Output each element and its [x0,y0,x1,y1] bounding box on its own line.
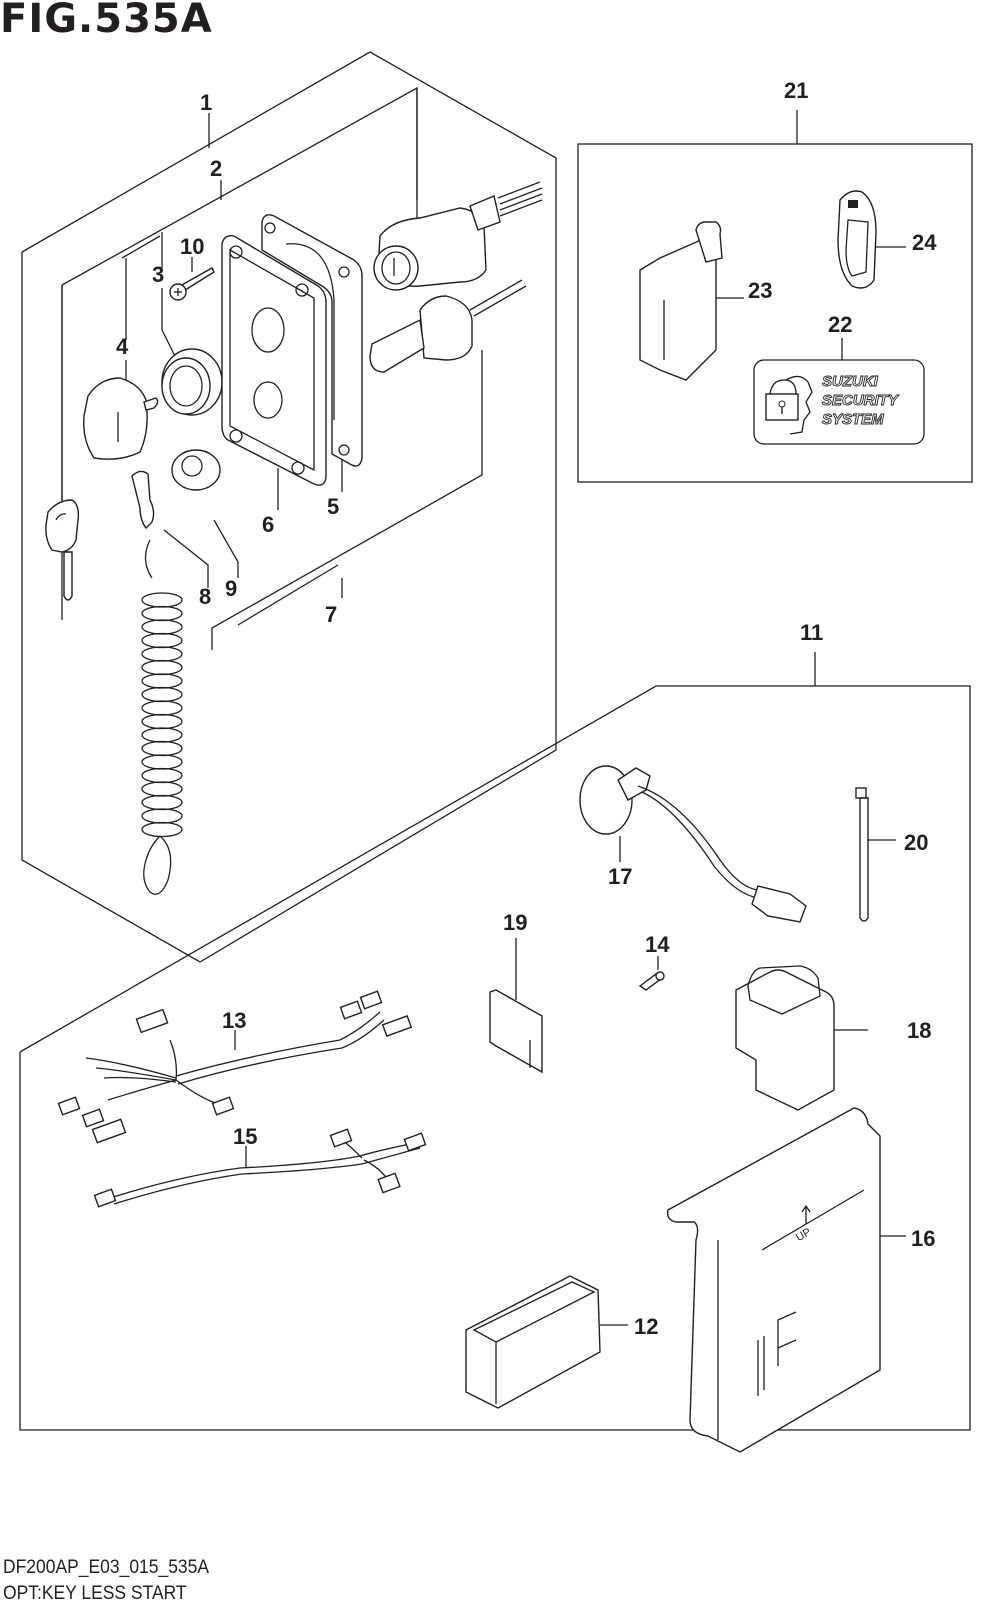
callout-18: 18 [907,1018,931,1043]
lanyard-illustration [131,470,183,895]
callout-17: 17 [608,864,632,889]
key-illustration [45,499,80,601]
decal-line-2: SECURITY [822,392,900,409]
leader-9 [213,519,239,578]
receiver-module-illustration [639,221,744,381]
callout-16: 16 [911,1226,935,1251]
box-21-outline [577,143,973,483]
key-fob-illustration [837,190,906,289]
callout-4: 4 [116,334,129,359]
sensor-harness-illustration [579,765,807,923]
coil-loop [141,740,183,757]
drawing-code: DF200AP_E03_015_535A [3,1557,210,1578]
callout-19: 19 [503,910,527,935]
callout-6: 6 [262,512,274,537]
cable-tie-illustration [855,787,896,922]
callout-5: 5 [327,494,339,519]
coil-loop [141,767,183,784]
callout-24: 24 [912,230,937,255]
callout-23: 23 [748,278,772,303]
figure-title: FIG.535A [0,0,213,42]
box-7-outline [211,350,483,650]
callout-9: 9 [225,576,237,601]
callout-8: 8 [199,584,211,609]
callout-1: 1 [200,90,212,115]
coil-loop [141,632,183,649]
decal-line-1: SUZUKI [822,373,879,390]
head-silhouette-icon [785,375,813,435]
up-arrow-icon [801,1204,811,1224]
coil-loop [141,754,183,770]
group-box-1 [21,51,557,963]
coil-loop [141,605,183,622]
box-4-top [121,235,161,259]
sub-harness-illustration [93,1128,427,1208]
figure-name: OPT:KEY LESS START [3,1583,187,1604]
coil-loop [141,673,183,689]
callout-12: 12 [634,1314,658,1339]
box-11-outline [19,685,971,1431]
stop-switch-illustration [369,279,527,373]
callout-14: 14 [645,932,670,957]
security-decal-illustration: SUZUKI SECURITY SYSTEM [753,338,925,445]
brand-mark-icon [848,200,858,208]
callout-20: 20 [904,830,928,855]
coil-loop [141,727,183,743]
leader-3b [161,288,177,359]
coil-loop [141,713,183,730]
coil-loop [141,686,183,703]
panel-plate-illustration [221,234,327,486]
ignition-switch-illustration [373,181,543,291]
callout-15: 15 [233,1124,257,1149]
coil-loop [141,794,183,811]
coil-loop [141,700,183,716]
coil-loop [141,808,183,824]
decal-outline [753,359,925,445]
callout-21: 21 [784,78,808,103]
ecu-illustration: UP [666,1107,906,1453]
main-harness-illustration [57,990,413,1144]
callout-2: 2 [210,156,222,181]
bezel-ring-illustration [161,348,223,416]
callout-22: 22 [828,312,852,337]
screw-illustration [169,267,215,301]
callout-13: 13 [222,1008,246,1033]
coil-loop [141,821,183,838]
manual-card-illustration [489,938,543,1074]
gasket-illustration [261,214,363,467]
group-box-11 [19,652,971,1431]
coil-loop [141,659,183,676]
relay-illustration [735,965,868,1111]
box-9-leader [237,564,339,626]
callout-3: 3 [152,262,164,287]
callout-7: 7 [325,602,337,627]
holder-illustration [465,1275,628,1409]
coil-loop [141,619,183,635]
coil-loop [141,646,183,662]
coil-cord [141,592,183,838]
callout-10: 10 [180,234,204,259]
decal-line-3: SYSTEM [822,411,884,428]
padlock-shackle-icon [769,379,797,395]
knob-illustration [83,377,159,460]
callout-11: 11 [800,620,823,645]
leader-8 [163,529,209,588]
coil-loop [141,781,183,797]
nut-illustration [171,449,221,491]
small-screw-illustration [638,956,665,991]
group-box-21 [577,110,973,483]
box-1-outline [21,51,557,963]
coil-loop [141,592,183,608]
